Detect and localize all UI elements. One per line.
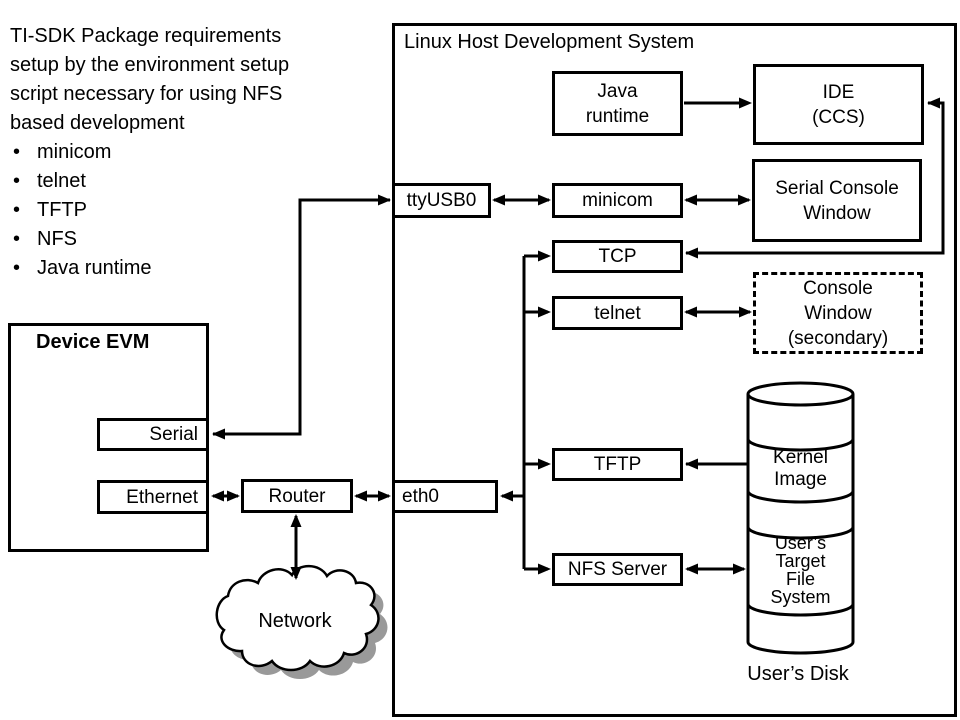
nfs-server-box: NFS Server <box>552 553 683 586</box>
tftp-box: TFTP <box>552 448 683 481</box>
connector-serial-ttyusb0 <box>213 198 390 436</box>
arrowheads <box>211 97 940 575</box>
bullet-label: NFS <box>37 228 77 250</box>
users-disk-caption: User’s Disk <box>747 663 849 685</box>
console-window-secondary-box: Console Window (secondary) <box>753 272 923 354</box>
device-evm-title: Device EVM <box>36 331 150 353</box>
note-text: TI-SDK Package requirements setup by the… <box>10 22 390 283</box>
network-label: Network <box>258 610 332 632</box>
bullet-icon: • <box>13 228 21 250</box>
ttyusb0-box: ttyUSB0 <box>392 183 491 218</box>
bullet-icon: • <box>13 141 21 163</box>
kernel-image-label: Kernel Image <box>773 447 828 490</box>
bullet-label: TFTP <box>37 199 87 221</box>
linux-host-box <box>392 23 957 717</box>
bullet-item: • telnet <box>10 167 390 196</box>
user-target-fs-label: User’s Target File System <box>770 533 831 607</box>
telnet-box: telnet <box>552 296 683 330</box>
minicom-box: minicom <box>552 183 683 218</box>
bullet-label: minicom <box>37 141 112 163</box>
bullet-item: • Java runtime <box>10 254 390 283</box>
serial-box: Serial <box>97 418 209 451</box>
note-line: TI-SDK Package requirements <box>10 25 282 47</box>
note-line: setup by the environment setup <box>10 54 290 76</box>
router-box: Router <box>241 479 353 513</box>
bullet-item: • minicom <box>10 138 390 167</box>
bullet-item: • TFTP <box>10 196 390 225</box>
tcp-box: TCP <box>552 240 683 273</box>
java-runtime-box: Java runtime <box>552 71 683 136</box>
ide-ccs-box: IDE (CCS) <box>753 64 924 145</box>
bullet-icon: • <box>13 257 21 279</box>
note-line: based development <box>10 112 185 134</box>
serial-console-window-box: Serial Console Window <box>752 159 922 242</box>
bullet-item: • NFS <box>10 225 390 254</box>
users-disk-cylinder <box>746 381 855 655</box>
cloud-shape <box>215 564 380 672</box>
bullet-label: telnet <box>37 170 86 192</box>
network-cloud <box>215 514 388 679</box>
bullet-icon: • <box>13 199 21 221</box>
bullet-icon: • <box>13 170 21 192</box>
bullet-label: Java runtime <box>37 257 152 279</box>
eth0-box: eth0 <box>392 480 498 513</box>
note-line: script necessary for using NFS <box>10 83 283 105</box>
linux-host-title: Linux Host Development System <box>404 31 695 53</box>
ethernet-box: Ethernet <box>97 480 209 514</box>
